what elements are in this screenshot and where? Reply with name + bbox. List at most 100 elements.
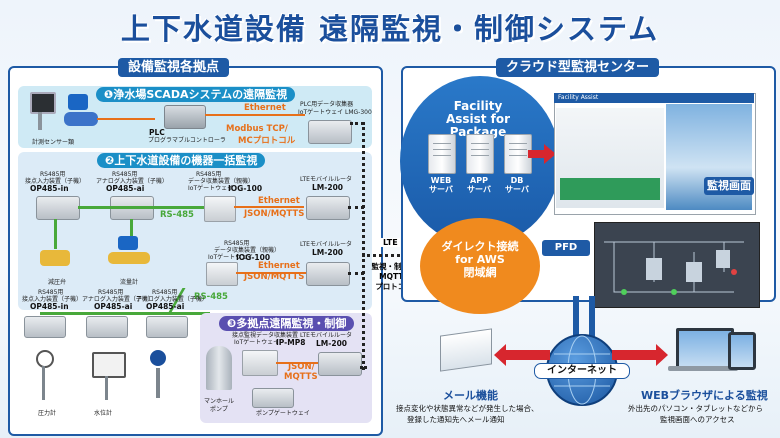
internet-label: インターネット <box>534 363 630 379</box>
ipmp8-mid: IoTゲートウェイ <box>234 339 280 346</box>
iog2-mid2: IoTゲートウェイ <box>208 254 254 261</box>
lm200-device-3 <box>318 352 362 376</box>
lte3-name: LM-200 <box>316 339 348 348</box>
json-label-3: JSON/ <box>288 362 315 372</box>
dev3-mid: 接点入力装置（子機） <box>22 296 83 303</box>
protocol-label-2: MCプロトコル <box>238 136 296 146</box>
ipmp8-device <box>242 350 278 376</box>
pressure-gauge-icon <box>36 350 54 368</box>
lm200-device-2 <box>306 262 350 286</box>
op485-in-device-2 <box>24 316 66 338</box>
dev3-top: RS485用 <box>38 289 64 296</box>
link-line1: 監視・制御用 <box>371 262 417 271</box>
plc-device <box>164 105 206 129</box>
dev1-name: OP485-in <box>30 184 69 193</box>
dev5-mid: アナログ入力装置（子機） <box>136 296 208 303</box>
lte3-top: LTEモバイルルータ <box>300 332 352 339</box>
radar-pipe <box>156 368 160 398</box>
rs485-line-2 <box>40 312 210 315</box>
sensor-plc-line <box>97 118 155 120</box>
dev2-top: RS485用 <box>112 171 138 178</box>
pfd-diagram <box>604 241 744 295</box>
web-server-icon <box>428 134 456 174</box>
app-server-name: APP <box>470 176 488 185</box>
rs485-line-1 <box>78 206 208 209</box>
direct-line1: ダイレクト接続 <box>441 240 519 253</box>
iog-top: RS485用 <box>196 171 222 178</box>
dev2-name: OP485-ai <box>106 184 145 193</box>
dev1-mid: 接点入力装置（子機） <box>25 178 86 185</box>
tablet-icon <box>728 332 756 370</box>
valve-link <box>54 219 57 249</box>
web-server-sub: サーバ <box>429 185 453 194</box>
pump-label: ポンプ <box>210 406 228 413</box>
gauge-pipe <box>42 366 45 400</box>
iog2-mid1: データ収集装置（親機） <box>214 247 281 254</box>
lm200-device-1 <box>306 196 350 220</box>
page-title: 上下水道設備 遠隔監視・制御システム <box>120 12 660 46</box>
app-server-sub: サーバ <box>467 185 491 194</box>
protocol-label-1: Modbus TCP/ <box>226 124 288 134</box>
web-desc-2: 監視画面へのアクセス <box>660 415 735 424</box>
op485-ai-device-3 <box>146 316 188 338</box>
iog2-name: IOG-100 <box>236 253 271 262</box>
eth-line-1 <box>234 206 304 208</box>
link-line3: プロトコル <box>375 282 413 291</box>
lte2-name: LM-200 <box>312 248 344 257</box>
mail-desc-1: 接点変化や状態異常などが発生した場合、 <box>396 404 539 413</box>
laptop-base <box>668 366 738 371</box>
flow-link <box>130 219 133 237</box>
lmg300-device <box>308 120 352 144</box>
iog-name: IOG-100 <box>228 184 263 193</box>
lte-label: LTE <box>381 238 400 247</box>
gateway-name-label: IoTゲートウェイ LMG-300 <box>298 109 372 116</box>
cloud-to-net-line-2 <box>589 296 595 346</box>
plc-sub-label: プログラマブルコントローラ <box>148 137 226 144</box>
dev4-mid: アナログ入力装置（子機） <box>82 296 154 303</box>
cloud-title-line1: Facility <box>453 99 503 113</box>
pipe-icon <box>108 252 150 264</box>
lte-branch-3 <box>348 272 364 275</box>
lte-trunk-line <box>362 122 365 370</box>
laptop-icon <box>676 328 734 370</box>
screen-label: 監視画面 <box>704 177 754 195</box>
direct-connect-label: ダイレクト接続 for AWS 閉域網 <box>420 240 540 279</box>
lte-branch-2 <box>348 206 364 209</box>
left-panel-title: 設備監視各拠点 <box>118 58 230 77</box>
ethernet-label-3: Ethernet <box>258 261 300 271</box>
pump-gateway-label: ポンプゲートウェイ <box>256 410 310 417</box>
db-server-sub: サーバ <box>505 185 529 194</box>
op485-in-device <box>36 196 80 220</box>
monitor-screen-header <box>554 93 754 103</box>
rs485-label-1: RS-485 <box>160 210 194 220</box>
dev5-top: RS485用 <box>152 289 178 296</box>
flowmeter-icon <box>64 112 98 126</box>
ipmp8-name: IP-MP8 <box>276 338 306 347</box>
db-server-name: DB <box>510 176 524 185</box>
eth-line-3 <box>276 362 318 364</box>
monitor-screen-buttons <box>560 178 660 200</box>
sensor-label: 計測センサー類 <box>32 139 75 146</box>
dev2-mid: アナログ入力装置（子機） <box>96 178 168 185</box>
dev4-name: OP485-ai <box>94 302 133 311</box>
app-server-icon <box>466 134 494 174</box>
iog100-device-2 <box>206 262 238 286</box>
transmitter-icon <box>68 94 88 110</box>
double-arrow-right-icon <box>612 344 668 366</box>
ethernet-label: Ethernet <box>244 103 286 113</box>
right-panel-title: クラウド型監視センター <box>496 58 660 77</box>
dev3-name: OP485-in <box>30 302 69 311</box>
section3-heading: ❸多拠点遠隔監視・制御 <box>219 316 355 331</box>
lte-to-cloud-line <box>362 254 424 257</box>
direct-line2: for AWS <box>455 253 505 266</box>
section1-heading: ❶浄水場SCADAシステムの遠隔監視 <box>96 87 296 102</box>
pressure-gauge-label: 圧力計 <box>38 410 57 417</box>
mail-desc-2: 登録した通知先へメール通知 <box>407 415 505 424</box>
json-label-1: JSON/MQTTS <box>244 209 305 219</box>
direct-line3: 閉域網 <box>463 266 497 279</box>
iog100-device <box>204 196 236 222</box>
json-label-2: JSON/MQTTS <box>244 272 305 282</box>
level-meter-label: 水位計 <box>94 410 113 417</box>
